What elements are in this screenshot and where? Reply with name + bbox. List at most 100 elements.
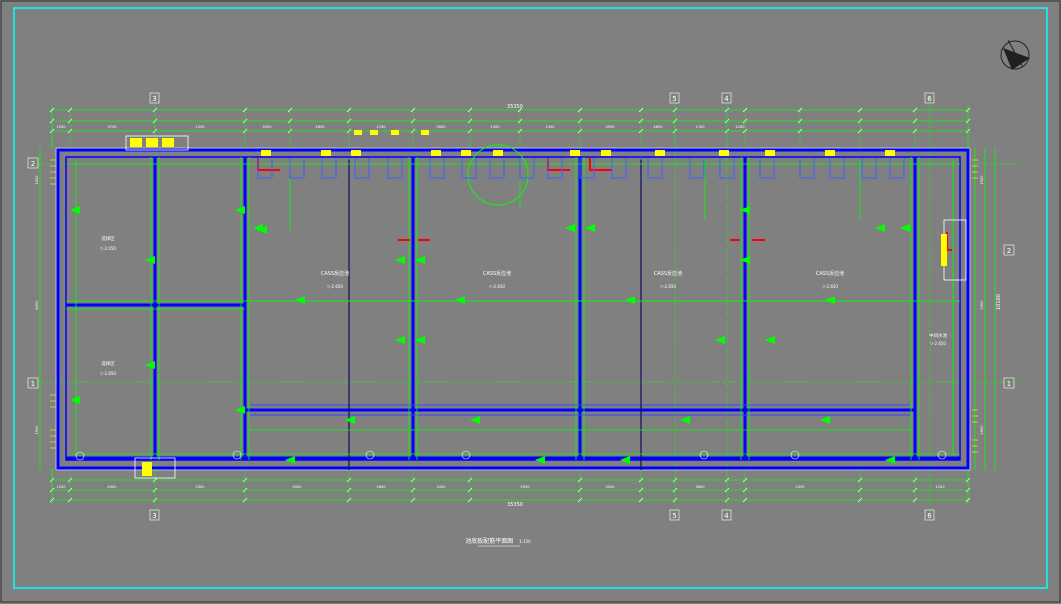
pipe-sleeve: [431, 150, 441, 156]
rebar-arrow-icon: [820, 416, 830, 424]
zone-label-anoxic-2: 选择区: [101, 360, 115, 367]
dimension-text: 4650: [653, 125, 663, 129]
dimension-text: 5550: [520, 485, 530, 489]
rebar-arrow-icon: [257, 226, 267, 234]
rebar-arrow-icon: [285, 456, 295, 464]
bottom-dimension-ticks: [49, 468, 971, 503]
rebar-arrow-icon: [345, 416, 355, 424]
dimension-text: 1200: [56, 485, 66, 489]
svg-text:6: 6: [927, 512, 932, 520]
axis-label-bottom-3: 3: [149, 509, 160, 521]
dimension-text: 3950: [605, 125, 615, 129]
elevation-1: ▽-2.650: [327, 284, 343, 289]
red-highlight-marks: [257, 158, 952, 251]
bracket-outline: [461, 158, 477, 179]
drawing-title: 池底板配筋平面图 1:150: [465, 537, 531, 545]
pipe-sleeve: [261, 150, 271, 156]
axis-label-top-5: 5: [669, 92, 680, 104]
bracket-outline: [759, 158, 775, 179]
svg-text:5: 5: [672, 95, 676, 103]
rebar-arrow-icon: [680, 416, 690, 424]
elevation-7: ▽-2.650: [930, 341, 946, 346]
dimension-text: 1350: [195, 125, 205, 129]
axis-label-bottom-5: 5: [669, 509, 680, 521]
bracket-outline: [289, 158, 305, 179]
rebar-arrow-icon: [395, 336, 405, 344]
bracket-outline: [611, 158, 627, 179]
svg-text:3: 3: [152, 512, 156, 520]
pipe-sleeve: [493, 150, 503, 156]
bracket-outline: [647, 158, 663, 179]
pipe-sleeve: [885, 150, 895, 156]
dimension-text: 1900: [980, 425, 984, 435]
bracket-outline: [719, 158, 735, 179]
pipe-sleeve: [321, 150, 331, 156]
dimension-tick: [517, 107, 523, 113]
rebar-arrow-icon: [740, 206, 750, 214]
bracket-outline: [889, 158, 905, 179]
bracket-outline: [861, 158, 877, 179]
axis-label-bottom-4: 4: [721, 509, 732, 521]
dark-divider-lines: [348, 160, 642, 470]
dimension-text: 2800: [376, 485, 386, 489]
dimension-text: 1700: [376, 125, 386, 129]
right-outlet-box: [941, 219, 967, 281]
bracket-outline: [547, 158, 563, 179]
bracket-outline: [799, 158, 815, 179]
bracket-outline: [579, 158, 595, 179]
dimension-text: 1200: [935, 485, 945, 489]
bracket-outline: [321, 158, 337, 179]
svg-text:4: 4: [724, 512, 729, 520]
pipe-sleeve: [354, 130, 362, 135]
elevation-5: ▽-2.650: [100, 246, 116, 251]
rebar-arrow-icon: [715, 336, 725, 344]
dimension-tick: [467, 107, 473, 113]
pipe-sleeve: [601, 150, 611, 156]
rebar-arrow-icon: [740, 256, 750, 264]
dimension-text: 4900: [107, 485, 117, 489]
rebar-arrow-icon: [470, 416, 480, 424]
rebar-arrow-icon: [235, 406, 245, 414]
rebar-arrow-icon: [900, 224, 910, 232]
outer-frame: [13, 7, 1048, 589]
detail-callout-circle: [467, 144, 529, 206]
axis-label-left-1: 1: [27, 377, 39, 389]
rebar-arrow-icon: [875, 224, 885, 232]
axis-label-top-3: 3: [149, 92, 160, 104]
dimension-tick: [965, 107, 971, 113]
right-overall-dimension: 10100: [996, 294, 1002, 310]
rebar-arrow-markers: [70, 206, 910, 464]
dimension-text: 3300: [195, 485, 205, 489]
rebar-arrow-icon: [620, 456, 630, 464]
bracket-outline: [829, 158, 845, 179]
svg-text:1: 1: [31, 380, 35, 388]
rebar-arrow-icon: [825, 296, 835, 304]
axis-label-left-2: 2: [27, 157, 39, 169]
zone-label-cass-3: CASS反应池: [654, 270, 682, 277]
bracket-outline: [429, 158, 445, 179]
outlet-box-bottom-left: [134, 457, 176, 479]
dimension-tick: [67, 107, 73, 113]
rebar-lines: [66, 157, 960, 460]
rebar-arrow-icon: [295, 296, 305, 304]
rebar-arrow-icon: [565, 224, 575, 232]
rebar-arrow-icon: [395, 256, 405, 264]
pipe-sleeve: [825, 150, 835, 156]
elevation-6: ▽-2.650: [100, 371, 116, 376]
bracket-outline: [689, 158, 705, 179]
zone-label-anoxic-1: 选择区: [101, 235, 115, 242]
bottom-dimension-lines: [51, 468, 969, 505]
dimension-tick: [346, 107, 352, 113]
overall-dimension-top: 35350: [507, 104, 523, 110]
rebar-arrow-icon: [625, 296, 635, 304]
dimension-text: 3750: [107, 125, 117, 129]
elevation-3: ▽-2.650: [660, 284, 676, 289]
dimension-text: 1900: [980, 175, 984, 185]
svg-text:5: 5: [672, 512, 676, 520]
dimension-text: 1350: [545, 125, 555, 129]
dimension-text: 1200: [735, 125, 745, 129]
drawing-scale: 1:150: [519, 539, 531, 544]
dimension-tick: [410, 107, 416, 113]
